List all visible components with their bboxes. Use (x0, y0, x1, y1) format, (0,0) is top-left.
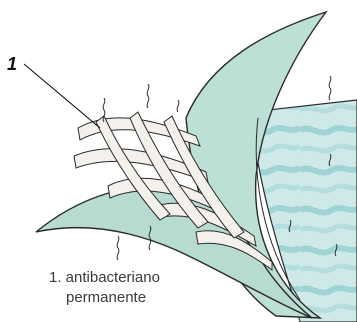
caption: 1. antibacteriano permanente (49, 268, 160, 308)
caption-line-2: permanente (49, 288, 160, 308)
callout-number: 1 (7, 55, 17, 73)
callout-leader-line (24, 64, 100, 128)
caption-line-1: 1. antibacteriano (49, 268, 160, 288)
